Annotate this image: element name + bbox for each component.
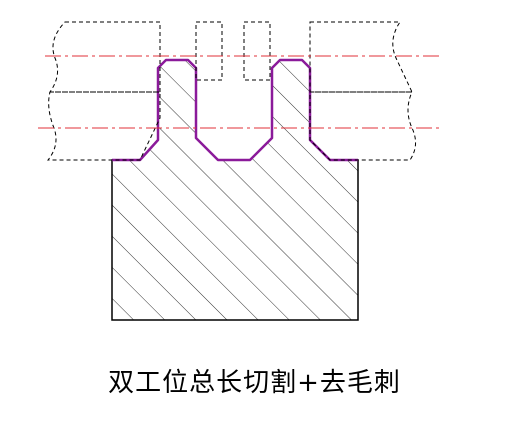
cutting-blade-left bbox=[195, 21, 223, 81]
diagram-caption: 双工位总长切割+去毛刺 bbox=[108, 368, 401, 398]
workpiece-hatched-body bbox=[111, 59, 359, 321]
cutting-blade-right bbox=[243, 21, 271, 81]
left-upper-fixture bbox=[49, 21, 161, 93]
right-upper-fixture bbox=[309, 21, 413, 93]
left-lower-fixture bbox=[46, 91, 161, 161]
right-lower-fixture bbox=[309, 91, 416, 161]
deburr-profile-line bbox=[112, 58, 358, 162]
cutting-diagram bbox=[38, 21, 440, 321]
